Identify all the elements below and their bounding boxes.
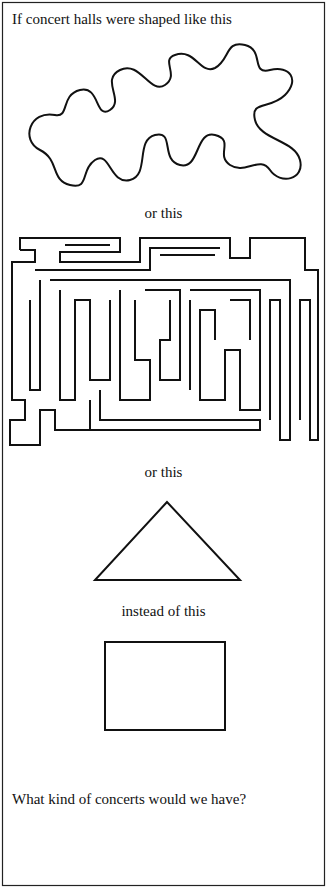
frame-border — [3, 3, 325, 886]
caption-text: What kind of concerts would we have? — [12, 790, 302, 809]
caption-text: instead of this — [0, 602, 327, 621]
maze-hall — [10, 238, 318, 445]
caption-text: or this — [0, 463, 327, 482]
triangle-hall — [95, 502, 240, 580]
rectangle-hall — [105, 642, 225, 730]
caption-text: If concert halls were shaped like this — [12, 10, 252, 29]
squiggle-hall — [29, 44, 300, 186]
caption-text: or this — [0, 204, 327, 223]
